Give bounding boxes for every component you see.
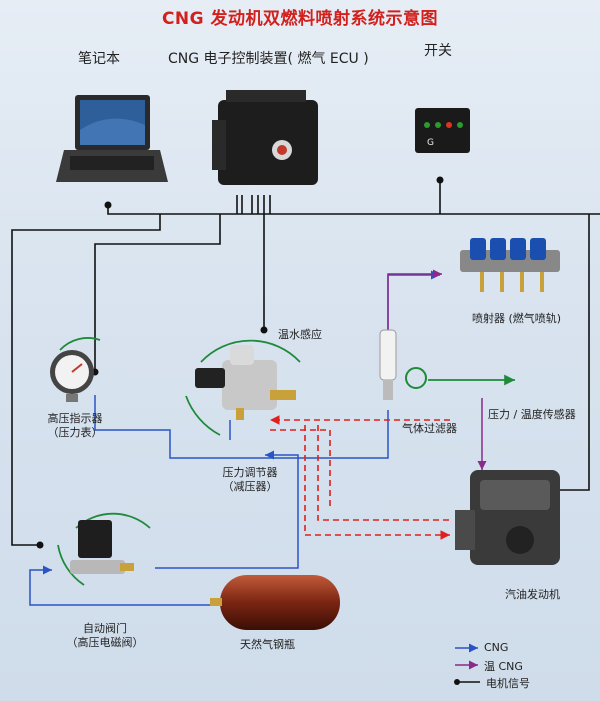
valve-label-line1: 自动阀门 xyxy=(83,622,127,635)
regulator-label-line1: 压力调节器 xyxy=(222,466,278,479)
gas-filter-label: 气体过滤器 xyxy=(402,422,457,435)
switch-label: 开关 xyxy=(424,43,452,59)
water-temp-sensor-label: 温水感应 xyxy=(278,328,322,341)
diagram-title: CNG 发动机双燃料喷射系统示意图 xyxy=(161,9,439,29)
engine-image xyxy=(455,470,560,565)
valve-label-line2: （高压电磁阀） xyxy=(66,636,144,649)
regulator-label-line2: （减压器） xyxy=(222,480,278,493)
pressure-gauge-image xyxy=(50,350,94,402)
pressure-temp-sensor-label: 压力 / 温度传感器 xyxy=(488,408,576,421)
warm-cng-lines xyxy=(387,269,487,470)
pressure-regulator-image xyxy=(195,345,296,420)
legend-symbols xyxy=(454,643,480,685)
injector-label: 喷射器 (燃气喷轨) xyxy=(472,312,562,325)
coolant-dashed-lines xyxy=(270,415,450,540)
engine-label: 汽油发动机 xyxy=(505,588,560,601)
switch-image: G xyxy=(415,108,470,153)
ecu-image xyxy=(212,90,318,185)
gauge-label: 高压指示器 （压力表） xyxy=(40,412,110,440)
regulator-label: 压力调节器 （减压器） xyxy=(210,466,290,494)
ecu-label: CNG 电子控制装置( 燃气 ECU ) xyxy=(168,51,369,67)
gauge-label-line2: （压力表） xyxy=(47,426,103,439)
laptop-label: 笔记本 xyxy=(78,51,120,67)
legend-cng: CNG xyxy=(484,641,509,654)
legend-warm-cng: 温 CNG xyxy=(484,660,523,673)
legend-signal: 电机信号 xyxy=(486,677,530,690)
injector-rail-image xyxy=(460,238,560,292)
gas-cylinder-image xyxy=(210,575,340,630)
cylinder-label: 天然气钢瓶 xyxy=(240,638,295,651)
svg-text:G: G xyxy=(427,138,434,148)
gas-filter-image xyxy=(379,329,427,400)
gauge-label-line1: 高压指示器 xyxy=(47,412,103,425)
valve-label: 自动阀门 （高压电磁阀） xyxy=(60,622,150,650)
solenoid-valve-image xyxy=(70,520,134,574)
laptop-image xyxy=(56,95,168,182)
coolant-lines xyxy=(57,337,515,586)
